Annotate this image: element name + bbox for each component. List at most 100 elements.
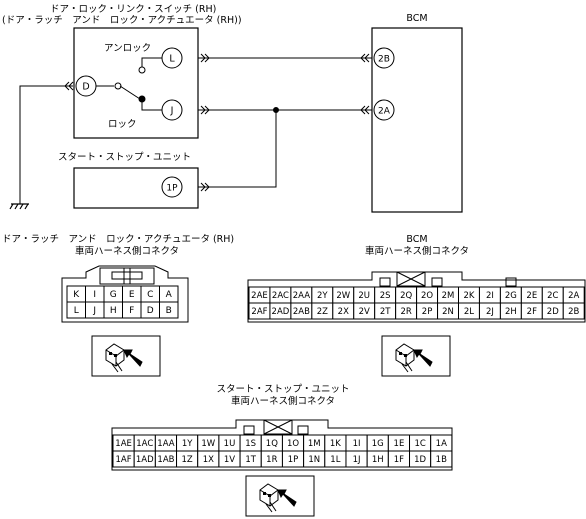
pin-label: H: [110, 306, 117, 316]
lock-label: ロック: [108, 119, 137, 130]
pin-label: E: [129, 290, 135, 300]
pin-cell: G: [103, 285, 123, 303]
pin-label: 1E: [394, 439, 405, 449]
connector-chevron-2B: [360, 53, 370, 63]
pin-cell: 2AF: [248, 302, 271, 320]
pin-cell: A: [159, 285, 179, 303]
pin-label: 1S: [245, 439, 256, 449]
pin-cell: 1Y: [176, 434, 199, 452]
pin-label: 2Y: [317, 291, 328, 301]
pin-cell: 2L: [458, 302, 480, 320]
actuator-connector-housing: [61, 265, 189, 323]
pin-label: 2T: [380, 307, 391, 317]
pin-label: 1AF: [116, 455, 132, 465]
pin-cell: 2W: [332, 286, 355, 304]
pin-label: 1AA: [157, 439, 174, 449]
pin-cell: 1S: [239, 434, 262, 452]
pin-cell: 1V: [218, 450, 241, 468]
pin-label: 2J: [486, 307, 494, 317]
pin-cell: 2AE: [248, 286, 271, 304]
pin-label: 1R: [266, 455, 277, 465]
actuator-view-box: [91, 335, 161, 377]
pin-label: 1AB: [157, 455, 174, 465]
pin-cell: 1AD: [133, 450, 156, 468]
pin-cell: 2V: [353, 302, 376, 320]
pin-label: 2W: [336, 291, 350, 301]
pin-label: 2AB: [293, 307, 310, 317]
terminal-J-label: J: [170, 106, 174, 117]
pin-label: I: [93, 290, 96, 300]
terminal-2A-circle: [373, 99, 395, 121]
pin-label: 2R: [400, 307, 411, 317]
wiring-section: [9, 27, 463, 213]
bcm-connector-title: BCM: [406, 234, 427, 245]
pin-cell: 1F: [387, 450, 411, 468]
pin-label: 1J: [353, 455, 361, 465]
pin-label: 1AC: [136, 439, 153, 449]
pin-label: 1I: [353, 439, 361, 449]
pin-label: 2F: [527, 307, 537, 317]
terminal-1P-label: 1P: [166, 184, 178, 194]
pin-cell: 1U: [218, 434, 241, 452]
pin-label: A: [166, 290, 173, 300]
pin-label: 2G: [505, 291, 517, 301]
pin-label: 1AE: [115, 439, 132, 449]
pin-cell: 2AB: [290, 302, 313, 320]
pin-cell: 2I: [478, 286, 501, 304]
pin-label: 2X: [338, 307, 349, 317]
bcm-label: BCM: [406, 13, 427, 24]
pin-label: 1M: [308, 439, 321, 449]
pin-cell: 2B: [562, 302, 585, 320]
terminal-2B-circle: [373, 47, 395, 69]
pin-cell: 1K: [324, 434, 347, 452]
terminal-2B-label: 2B: [378, 55, 390, 65]
pin-cell: 2H: [499, 302, 522, 320]
pin-cell: 2M: [437, 286, 459, 304]
terminal-2A-label: 2A: [378, 107, 391, 117]
pin-cell: 2E: [520, 286, 543, 304]
pin-label: 1L: [330, 455, 340, 465]
pin-cell: 2G: [499, 286, 522, 304]
bcm-connector-subtitle: 車両ハーネス側コネクタ: [365, 245, 469, 257]
pin-cell: 1Q: [260, 434, 283, 452]
actuator-connector-title: ドア・ラッチ アンド ロック・アクチュエータ (RH): [2, 234, 234, 245]
pin-label: 2U: [358, 291, 370, 301]
bcm-view-box: [381, 335, 451, 377]
pin-cell: K: [66, 285, 86, 303]
pin-label: 1G: [372, 439, 384, 449]
pin-cell: I: [85, 285, 105, 303]
pin-cell: 1G: [366, 434, 389, 452]
connector-chevron-L: [200, 53, 210, 63]
pin-cell: 2Q: [395, 286, 418, 304]
pin-label: 1Z: [182, 455, 193, 465]
actuator-connector-subtitle: 車両ハーネス側コネクタ: [75, 245, 179, 257]
switch-unlock-contact: [138, 66, 146, 74]
pin-label: 2E: [526, 291, 537, 301]
connector-chevron-D: [64, 81, 74, 91]
pin-label: 2S: [380, 291, 391, 301]
pin-cell: 2U: [353, 286, 376, 304]
pin-label: 2AF: [251, 307, 267, 317]
pin-label: 2I: [486, 291, 494, 301]
pin-cell: 1C: [409, 434, 432, 452]
pin-cell: 2C: [541, 286, 564, 304]
pin-cell: 1O: [281, 434, 305, 452]
pin-cell: J: [85, 301, 105, 319]
pin-label: 1B: [436, 455, 447, 465]
switch-blade: [119, 85, 141, 100]
pin-label: J: [92, 306, 96, 316]
pin-label: G: [110, 290, 117, 300]
pin-label: 2A: [568, 291, 579, 301]
pin-label: 1Y: [182, 439, 193, 449]
pin-label: 1Q: [266, 439, 278, 449]
pin-cell: 2N: [437, 302, 459, 320]
switch-common-contact: [114, 82, 122, 90]
pin-label: 2N: [442, 307, 454, 317]
connector-view-icon: [105, 343, 143, 373]
connector-chevron-2A: [360, 105, 370, 115]
pin-label: 2Z: [317, 307, 328, 317]
pin-cell: 1H: [366, 450, 389, 468]
